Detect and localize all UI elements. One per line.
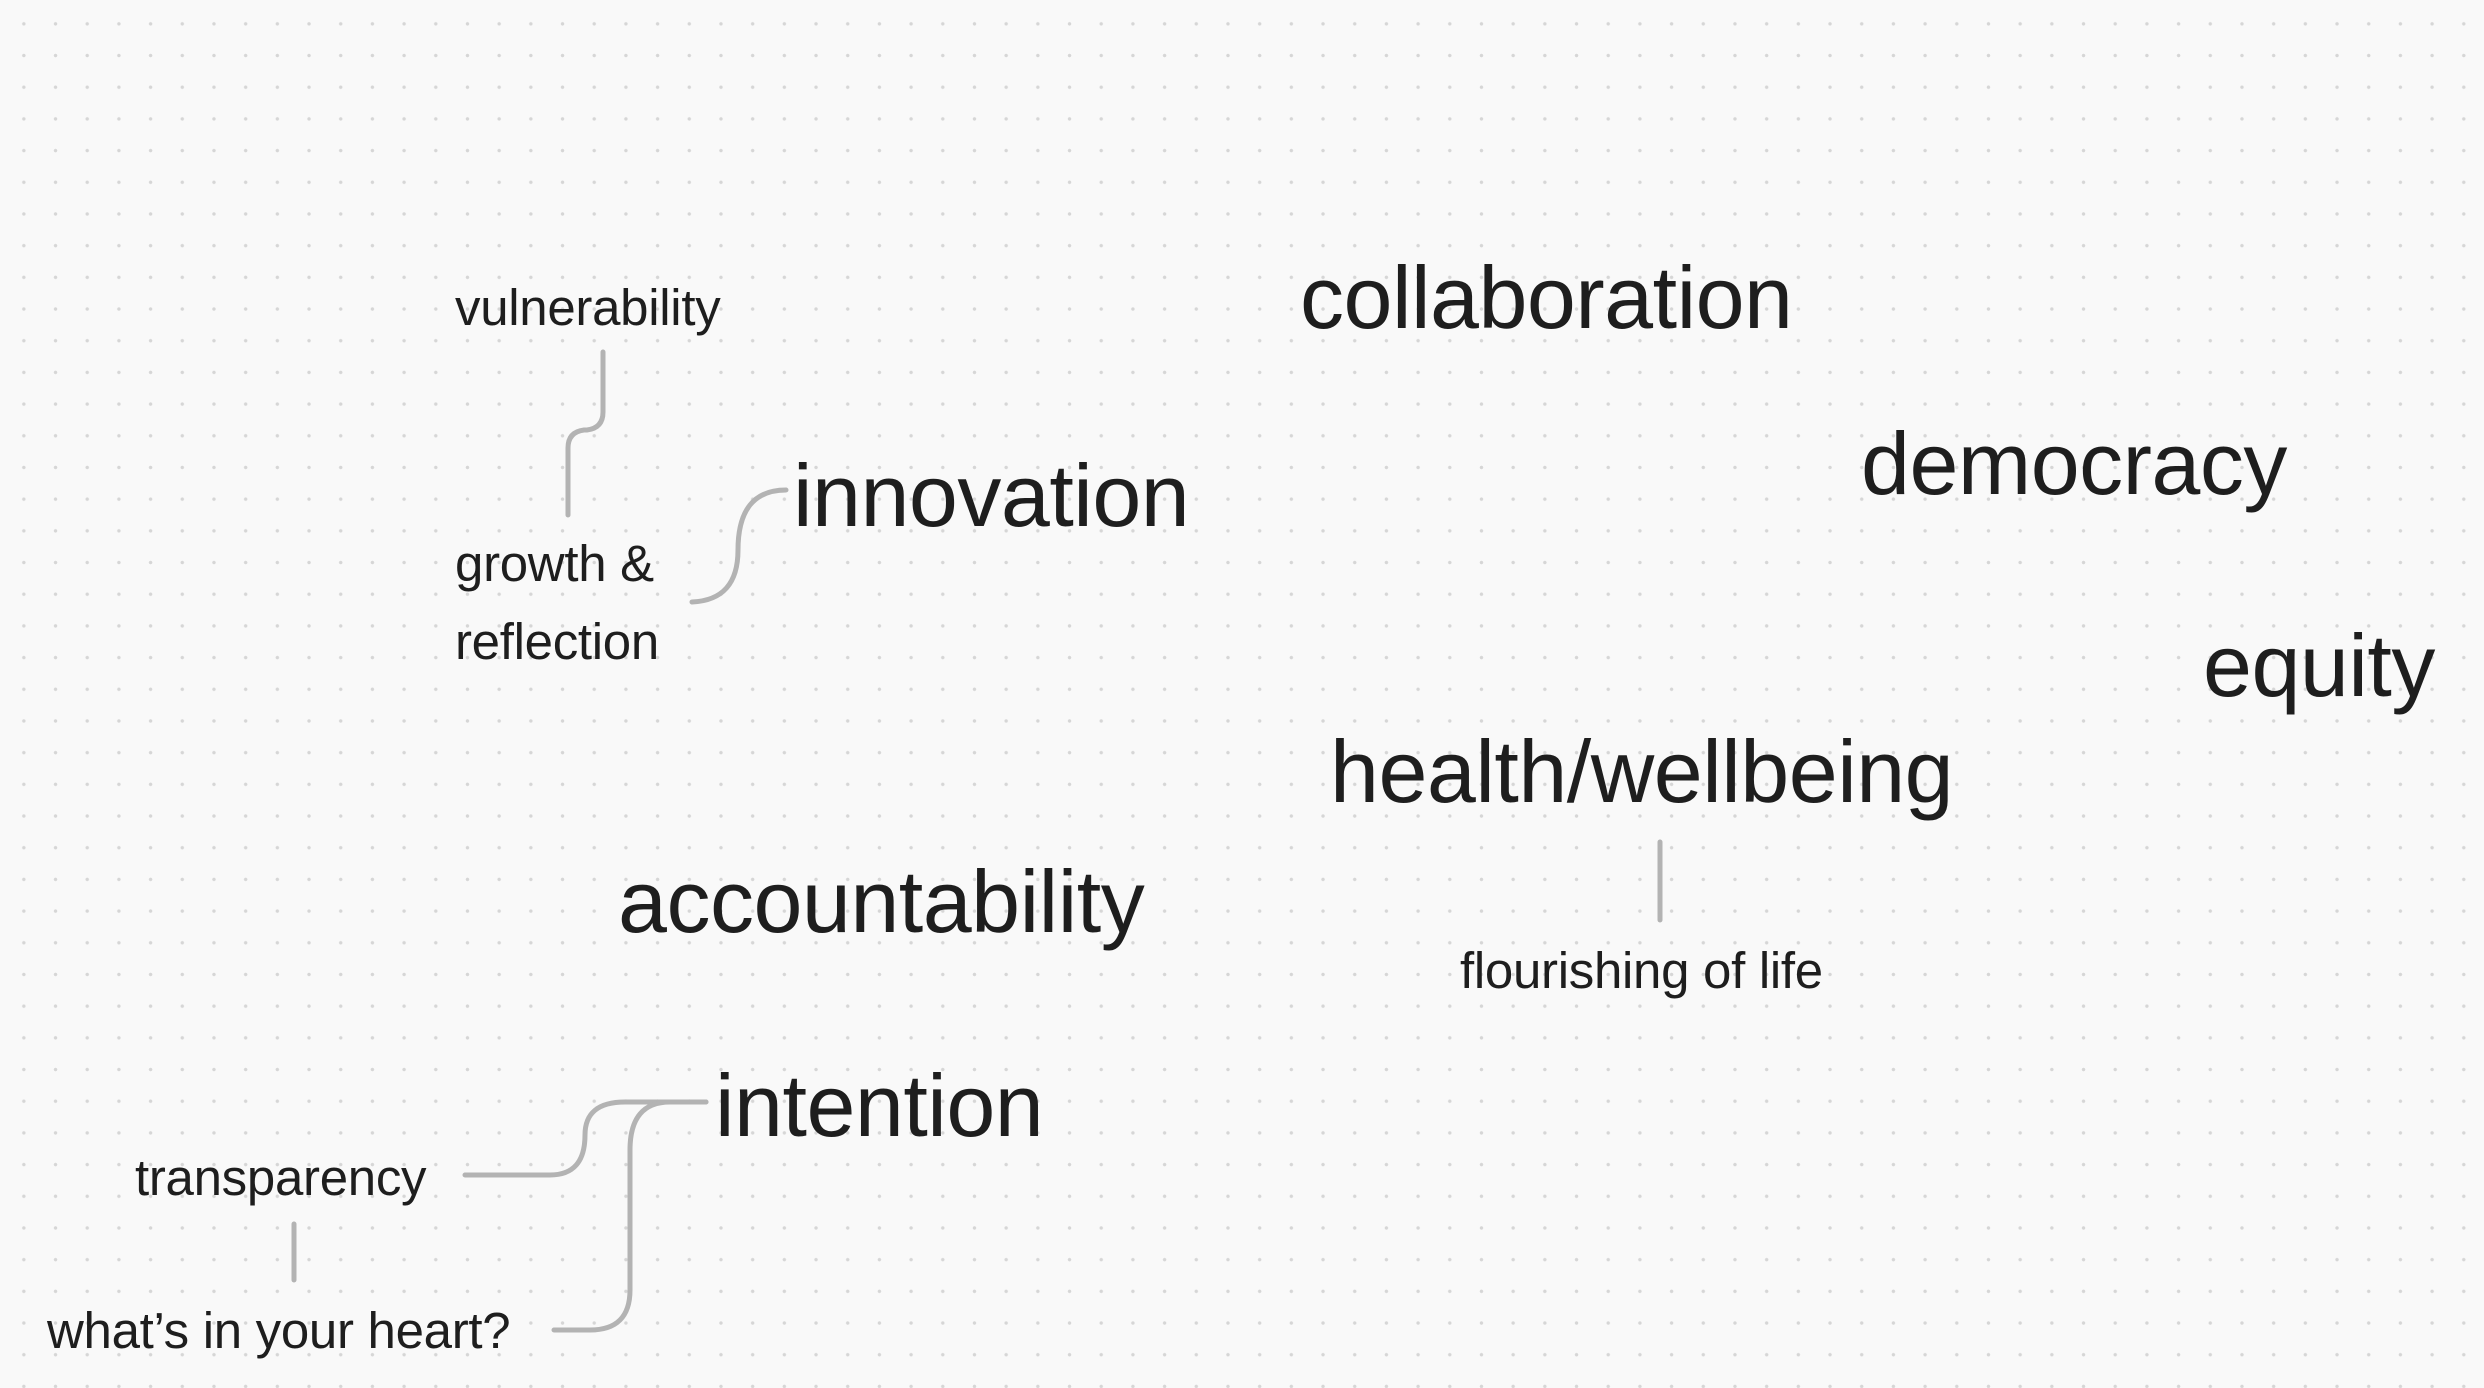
connector-transparency-intention[interactable] (462, 1099, 709, 1178)
term-equity[interactable]: equity (2203, 616, 2435, 715)
term-growth-line-1: growth & (455, 535, 654, 592)
term-intention[interactable]: intention (715, 1056, 1044, 1155)
term-health-wellbeing[interactable]: health/wellbeing (1330, 722, 1954, 821)
connector-heart-intention[interactable] (551, 1099, 709, 1333)
term-collaboration[interactable]: collaboration (1300, 248, 1793, 347)
term-flourishing-of-life[interactable]: flourishing of life (1460, 942, 1823, 999)
term-transparency[interactable]: transparency (135, 1149, 427, 1206)
term-accountability[interactable]: accountability (618, 852, 1145, 951)
term-whats-in-your-heart[interactable]: what’s in your heart? (47, 1302, 511, 1359)
term-vulnerability[interactable]: vulnerability (455, 279, 721, 336)
term-democracy[interactable]: democracy (1861, 414, 2287, 513)
connector-vulnerability-growth[interactable] (565, 349, 606, 518)
term-growth-line-2: reflection (455, 613, 659, 670)
term-growth-reflection[interactable]: growth & reflection (455, 525, 659, 681)
connector-growth-innovation[interactable] (689, 487, 789, 605)
term-innovation[interactable]: innovation (793, 446, 1190, 545)
